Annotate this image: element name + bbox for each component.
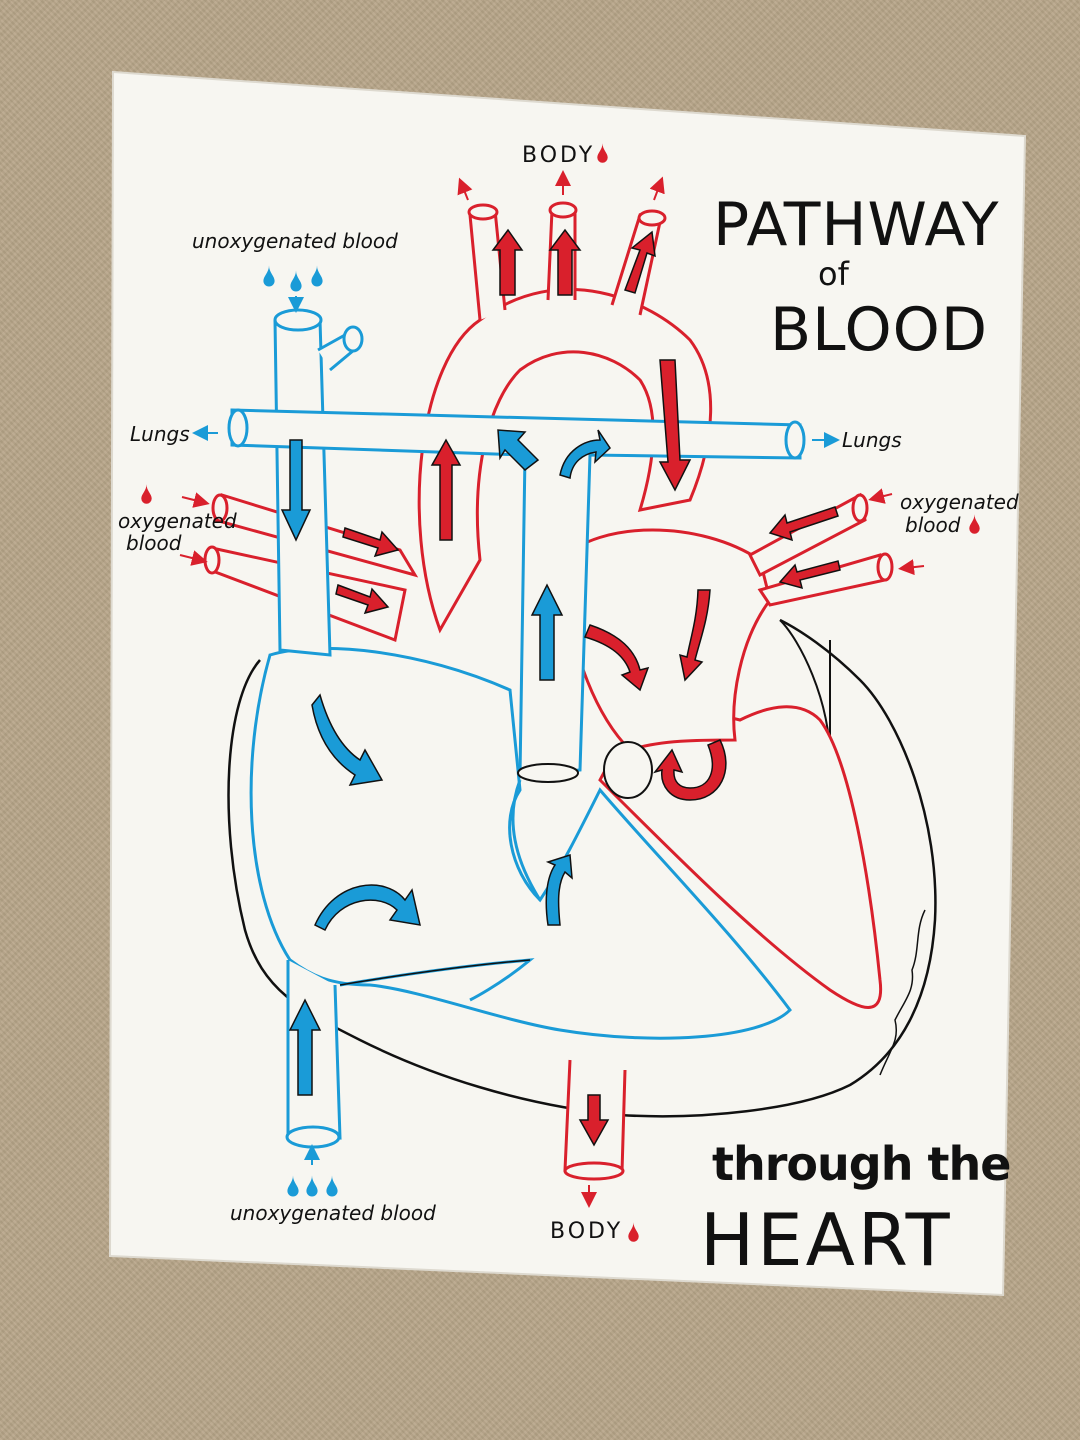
right-atrium-ventricle (249, 646, 792, 1040)
label-oxygenated-right-1: oxygenated (900, 490, 1019, 514)
descending-aorta (563, 1059, 627, 1181)
aortic-arch (417, 287, 713, 634)
label-body-top: BODY (522, 143, 595, 168)
label-lungs-right: Lungs (842, 428, 902, 452)
inferior-vena-cava (285, 960, 342, 1149)
title-blood: BLOOD (770, 295, 988, 365)
left-atrium (558, 528, 772, 752)
heart-outline (227, 618, 937, 1118)
title-heart: HEART (700, 1198, 953, 1282)
aortic-branches (467, 201, 667, 321)
artist-signature (879, 909, 926, 1076)
title-through-the: through the (712, 1137, 1010, 1191)
label-oxygenated-left-2: blood (126, 531, 182, 555)
paper-sheet (108, 70, 1027, 1297)
red-flow-arrows (335, 228, 841, 1147)
small-arrows (179, 170, 925, 1208)
label-unoxygenated-bottom: unoxygenated blood (230, 1201, 436, 1225)
pulmonary-veins-right (748, 492, 894, 607)
blood-drop-icon (141, 143, 980, 1242)
pulmonary-artery (227, 408, 806, 901)
label-oxygenated-left-1: oxygenated (118, 509, 237, 533)
left-ventricle (598, 705, 883, 1009)
water-drop-icon (263, 265, 338, 1197)
label-unoxygenated-top: unoxygenated blood (192, 229, 398, 253)
pulmonary-veins-left (203, 493, 419, 643)
blue-flow-arrows (280, 429, 611, 1096)
label-oxygenated-right-2: blood (905, 513, 961, 537)
label-lungs-left: Lungs (130, 422, 190, 446)
title-of: of (818, 255, 850, 293)
label-body-bottom: BODY (550, 1219, 623, 1244)
aortic-valve (603, 741, 653, 799)
title-pathway: PATHWAY (713, 190, 1000, 260)
superior-vena-cava (273, 308, 364, 657)
